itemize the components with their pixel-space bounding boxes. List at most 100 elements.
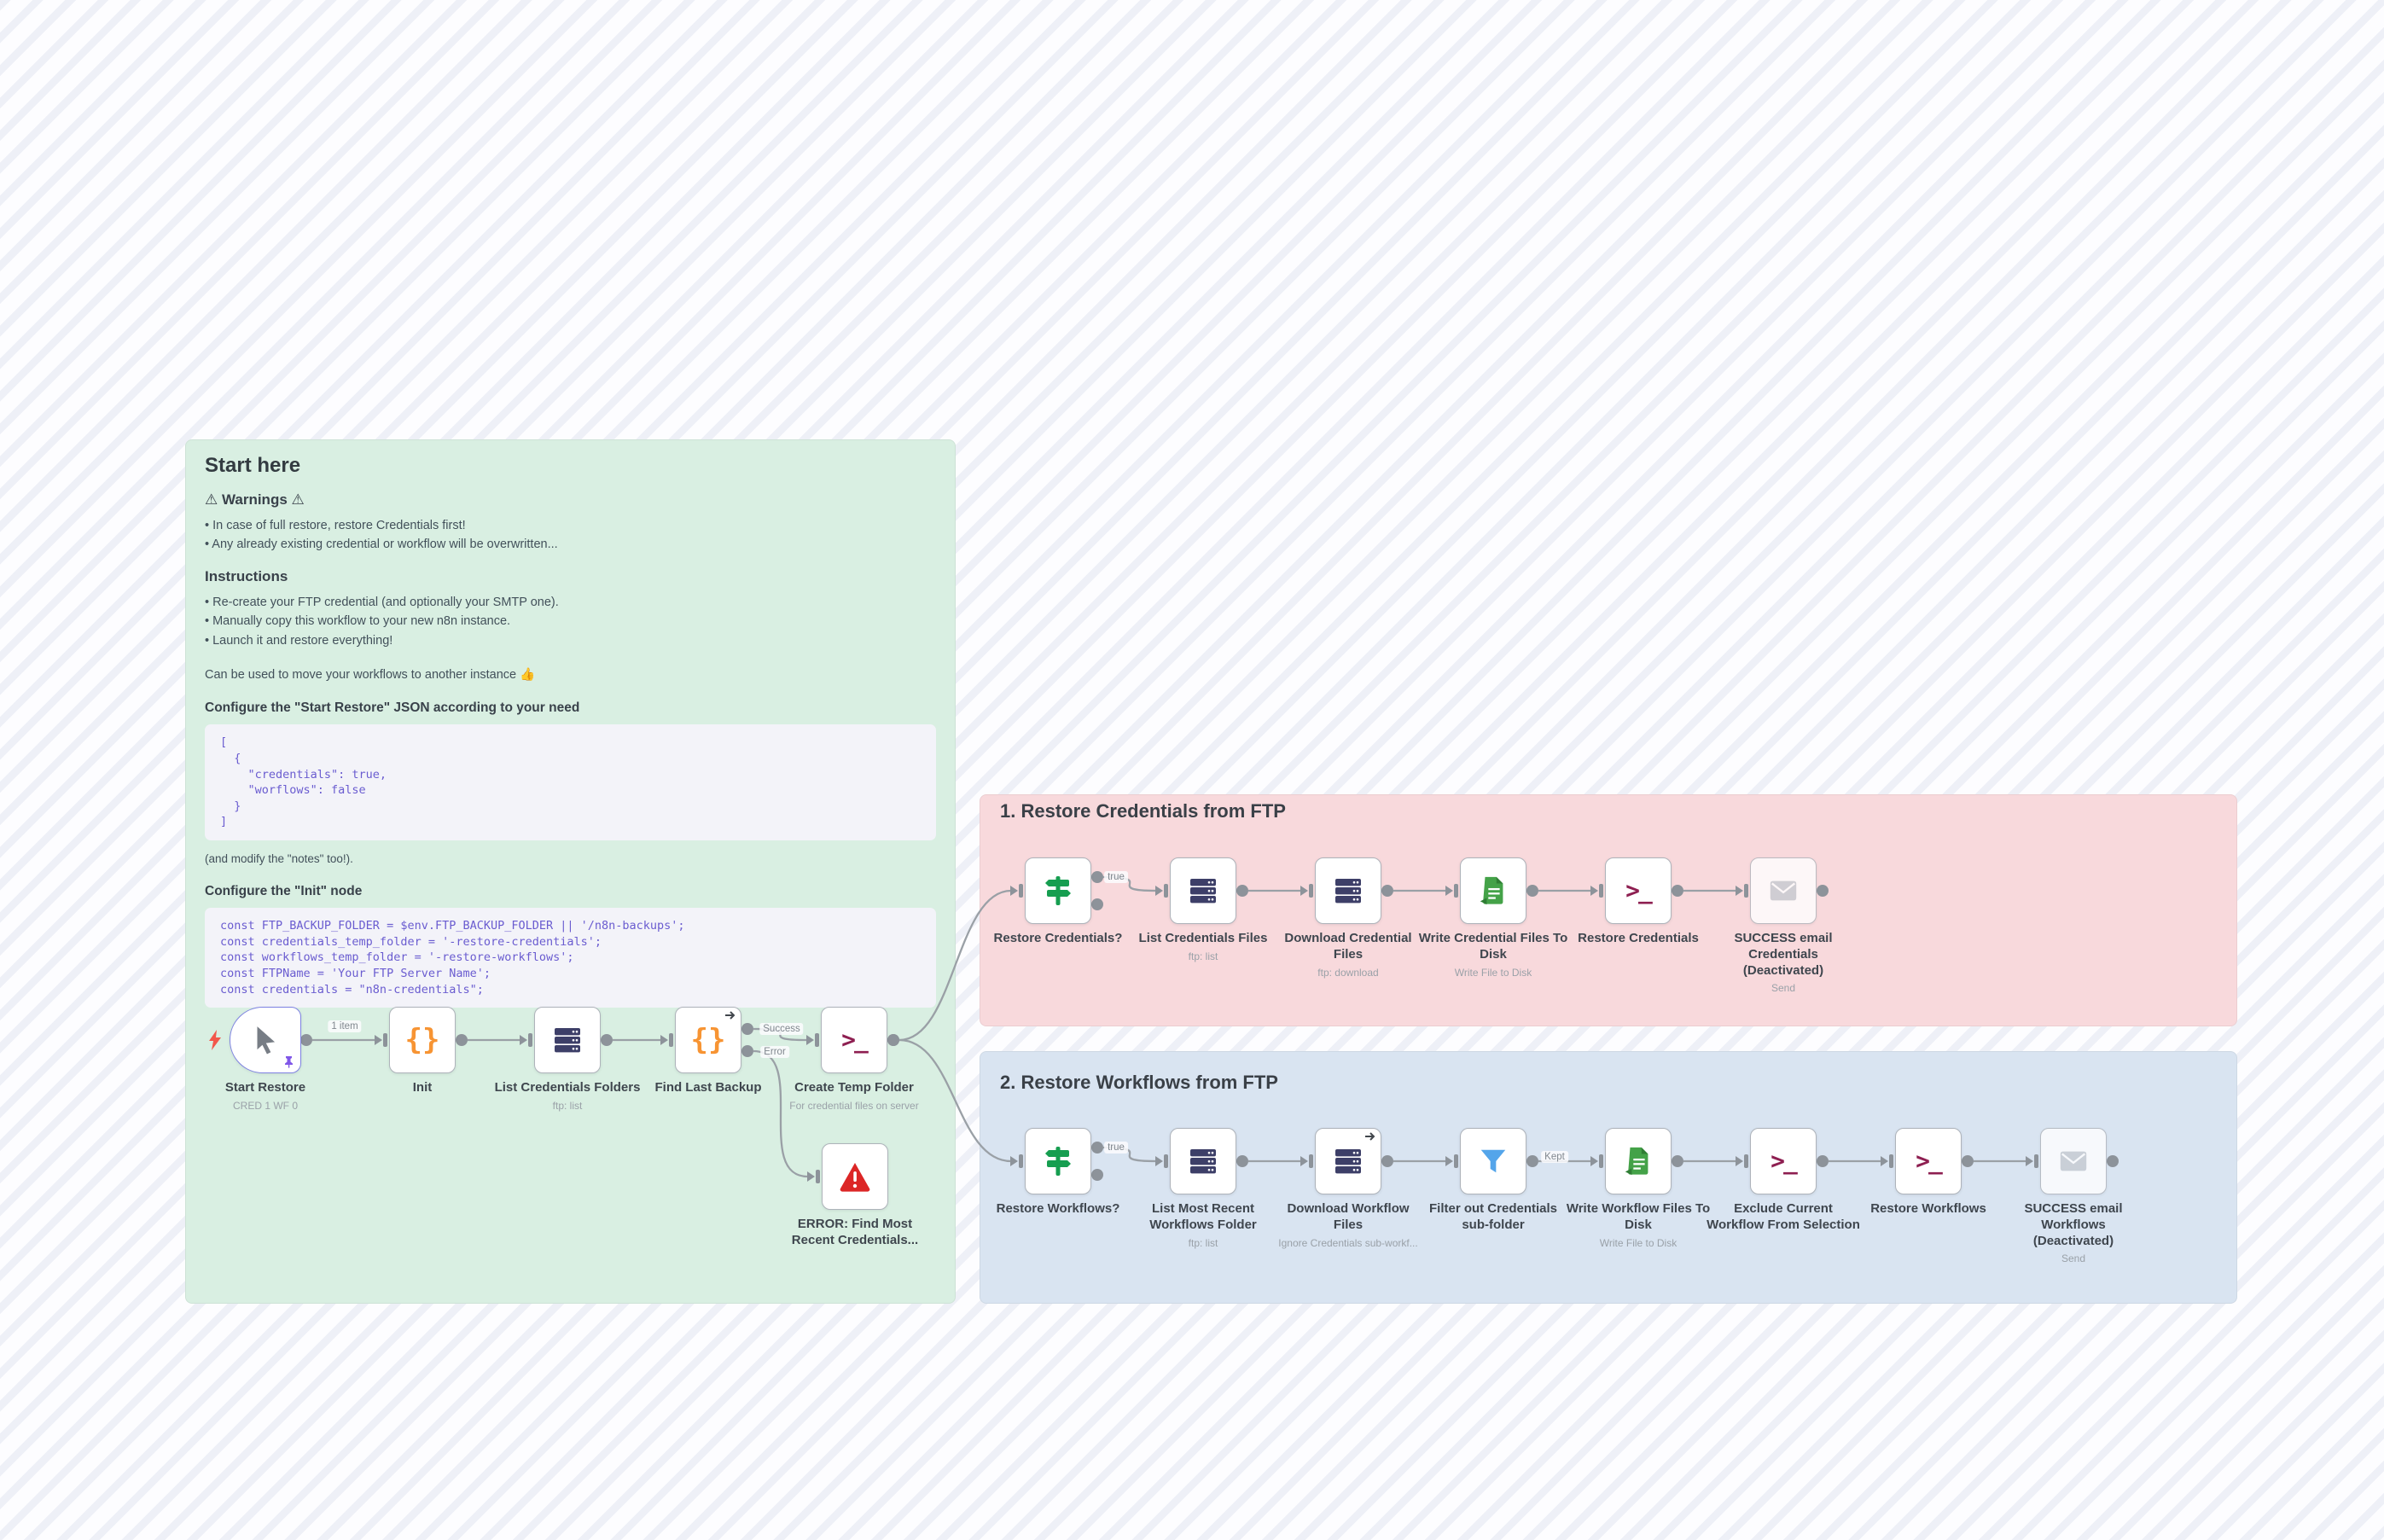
node-label: Restore Workflows bbox=[1870, 1201, 1986, 1216]
envelope-icon bbox=[1770, 880, 1797, 901]
node-box-find-last-backup[interactable]: {} bbox=[675, 1007, 741, 1073]
input-arrowhead bbox=[1300, 886, 1308, 896]
node-box-download-credential-files[interactable] bbox=[1315, 857, 1381, 924]
node-find-last-backup[interactable]: {} Find Last Backup bbox=[627, 1007, 789, 1096]
output-port-dot bbox=[1091, 1142, 1103, 1154]
terminal-icon: >_ bbox=[1771, 1147, 1798, 1175]
node-success-email-workflows[interactable]: SUCCESS email Workflows (Deactivated)Sen… bbox=[1992, 1128, 2154, 1266]
ftp-server-icon bbox=[1335, 879, 1361, 904]
node-label: ERROR: Find Most Recent Credentials... bbox=[791, 1217, 919, 1247]
node-success-email-credentials[interactable]: SUCCESS email Credentials (Deactivated)S… bbox=[1702, 857, 1864, 996]
warnings-list: • In case of full restore, restore Crede… bbox=[205, 516, 936, 555]
input-port-bar bbox=[1599, 884, 1603, 898]
node-box-success-email-workflows[interactable] bbox=[2040, 1128, 2107, 1194]
output-port-dot bbox=[2107, 1155, 2119, 1167]
node-box-restore-credentials-question[interactable] bbox=[1025, 857, 1091, 924]
input-arrowhead bbox=[1155, 886, 1163, 896]
output-port-dot bbox=[1817, 1155, 1829, 1167]
node-filter-out-credentials-sub-folder[interactable]: Filter out Credentials sub-folder bbox=[1412, 1128, 1574, 1234]
connection-line bbox=[898, 889, 1012, 1042]
node-restore-credentials-question[interactable]: Restore Credentials? bbox=[977, 857, 1139, 947]
code-braces-icon: {} bbox=[690, 1023, 726, 1057]
node-error-find-most-recent-credentials[interactable]: ERROR: Find Most Recent Credentials... bbox=[774, 1143, 936, 1249]
input-arrowhead bbox=[2026, 1156, 2033, 1166]
node-label: Exclude Current Workflow From Selection bbox=[1707, 1201, 1860, 1232]
input-arrowhead bbox=[520, 1035, 527, 1045]
output-port-dot bbox=[1236, 885, 1248, 897]
input-arrowhead bbox=[1300, 1156, 1308, 1166]
node-box-list-most-recent-workflows-folder[interactable] bbox=[1170, 1128, 1236, 1194]
node-restore-workflows-question[interactable]: Restore Workflows? bbox=[977, 1128, 1139, 1217]
input-port-bar bbox=[1309, 1154, 1313, 1168]
node-box-success-email-credentials[interactable] bbox=[1750, 857, 1817, 924]
input-port-bar bbox=[1744, 1154, 1748, 1168]
output-port-dot bbox=[1526, 1155, 1538, 1167]
node-box-list-credentials-files[interactable] bbox=[1170, 857, 1236, 924]
terminal-icon: >_ bbox=[1916, 1147, 1943, 1175]
input-arrowhead bbox=[1736, 886, 1743, 896]
input-arrowhead bbox=[1155, 1156, 1163, 1166]
node-box-start-restore[interactable] bbox=[209, 1007, 301, 1073]
node-box-exclude-current-workflow[interactable]: >_ bbox=[1750, 1128, 1817, 1194]
input-port-bar bbox=[815, 1033, 819, 1047]
connection-label-1-item: 1 item bbox=[328, 1020, 362, 1032]
note-title: Start here bbox=[205, 454, 301, 477]
list-item: • Re-create your FTP credential (and opt… bbox=[205, 595, 559, 609]
connection-label-kept: Kept bbox=[1541, 1151, 1568, 1163]
node-box-create-temp-folder[interactable]: >_ bbox=[821, 1007, 887, 1073]
node-box-list-credentials-folders[interactable] bbox=[534, 1007, 601, 1073]
input-arrowhead bbox=[1590, 1156, 1598, 1166]
output-port-dot bbox=[887, 1034, 899, 1046]
init-node-code: const FTP_BACKUP_FOLDER = $env.FTP_BACKU… bbox=[205, 908, 936, 1008]
node-box-error-find-most-recent-credentials[interactable] bbox=[822, 1143, 888, 1210]
input-arrowhead bbox=[1445, 886, 1453, 896]
output-port-dot bbox=[741, 1045, 753, 1057]
node-box-filter-out-credentials-sub-folder[interactable] bbox=[1460, 1128, 1526, 1194]
input-port-bar bbox=[2034, 1154, 2038, 1168]
node-init[interactable]: {} Init bbox=[341, 1007, 503, 1096]
write-file-icon bbox=[1625, 1147, 1648, 1176]
node-label: SUCCESS email Workflows (Deactivated) bbox=[2024, 1201, 2123, 1248]
node-label: Find Last Backup bbox=[654, 1080, 762, 1095]
node-box-write-workflow-files-to-disk[interactable] bbox=[1605, 1128, 1672, 1194]
input-port-bar bbox=[528, 1033, 532, 1047]
node-exclude-current-workflow[interactable]: >_ Exclude Current Workflow From Selectio… bbox=[1702, 1128, 1864, 1234]
node-sublabel: Write File to Disk bbox=[1599, 1236, 1678, 1249]
node-label: Write Workflow Files To Disk bbox=[1566, 1201, 1711, 1232]
modify-note-text: (and modify the "notes" too!). bbox=[205, 852, 353, 866]
sticky-note-start-here[interactable]: Start here ⚠ Warnings ⚠ • In case of ful… bbox=[185, 439, 956, 1304]
node-label: Init bbox=[412, 1080, 433, 1095]
connection-label-true: true bbox=[1104, 871, 1128, 883]
error-warning-icon bbox=[840, 1163, 870, 1192]
input-arrowhead bbox=[807, 1171, 815, 1182]
output-port-dot bbox=[1962, 1155, 1974, 1167]
node-restore-workflows[interactable]: >_ Restore Workflows bbox=[1847, 1128, 2009, 1217]
node-box-init[interactable]: {} bbox=[389, 1007, 456, 1073]
node-sublabel: CRED 1 WF 0 bbox=[232, 1099, 298, 1112]
node-restore-credentials[interactable]: >_Restore Credentials bbox=[1557, 857, 1719, 947]
node-box-write-credential-files-to-disk[interactable] bbox=[1460, 857, 1526, 924]
output-port-dot bbox=[456, 1034, 468, 1046]
node-label: List Credentials Files bbox=[1138, 931, 1268, 945]
input-port-bar bbox=[1599, 1154, 1603, 1168]
output-port-dot bbox=[1236, 1155, 1248, 1167]
node-box-download-workflow-files[interactable] bbox=[1315, 1128, 1381, 1194]
node-box-restore-workflows[interactable]: >_ bbox=[1895, 1128, 1962, 1194]
input-port-bar bbox=[816, 1170, 820, 1183]
node-label: Filter out Credentials sub-folder bbox=[1428, 1201, 1558, 1232]
node-sublabel: ftp: list bbox=[1188, 1236, 1218, 1249]
node-box-restore-credentials[interactable]: >_ bbox=[1605, 857, 1672, 924]
node-box-restore-workflows-question[interactable] bbox=[1025, 1128, 1091, 1194]
input-arrowhead bbox=[1881, 1156, 1888, 1166]
output-port-dot bbox=[1526, 885, 1538, 897]
